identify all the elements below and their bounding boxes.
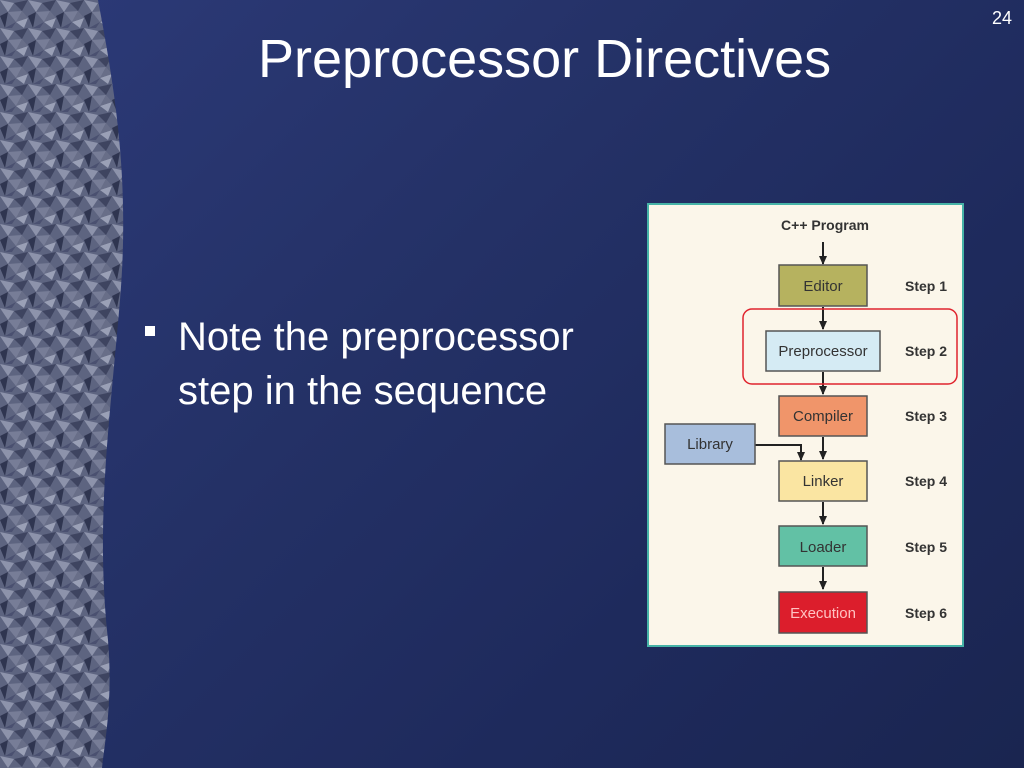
textured-side-panel	[0, 0, 124, 768]
editor-box	[778, 264, 868, 307]
bullet-text: Note the preprocessor step in the sequen…	[178, 310, 645, 418]
step-3-label: Step 3	[905, 408, 947, 424]
square-bullet-icon	[145, 326, 155, 336]
execution-box	[778, 591, 868, 634]
bullet-line-2: step in the sequence	[178, 369, 548, 413]
compiler-box	[778, 395, 868, 437]
preprocessor-label: Preprocessor	[778, 343, 867, 360]
library-label: Library	[687, 436, 733, 453]
slide-title: Preprocessor Directives	[258, 29, 832, 89]
diagram-canvas: C++ Program Editor Step 1 Preprocessor S…	[664, 217, 958, 634]
compiler-label: Compiler	[793, 408, 853, 425]
preprocessor-box	[765, 330, 881, 372]
step-4-label: Step 4	[905, 473, 947, 489]
bullet-line-1: Note the preprocessor	[178, 315, 574, 359]
step-6-label: Step 6	[905, 605, 947, 621]
diagram-top-label: C++ Program	[781, 217, 869, 233]
preprocessor-highlight	[742, 308, 958, 385]
step-2-label: Step 2	[905, 343, 947, 359]
arrow-library-to-linker	[755, 444, 805, 461]
loader-label: Loader	[800, 539, 847, 556]
loader-box	[778, 525, 868, 567]
library-box	[664, 423, 756, 465]
step-1-label: Step 1	[905, 278, 947, 294]
slide-page-number: 24	[991, 8, 1012, 28]
linker-box	[778, 460, 868, 502]
bullet-item: Note the preprocessor step in the sequen…	[145, 310, 645, 418]
editor-label: Editor	[803, 278, 842, 295]
execution-label: Execution	[790, 605, 856, 622]
compilation-diagram: C++ Program Editor Step 1 Preprocessor S…	[647, 203, 964, 647]
step-5-label: Step 5	[905, 539, 947, 555]
linker-label: Linker	[803, 473, 844, 490]
